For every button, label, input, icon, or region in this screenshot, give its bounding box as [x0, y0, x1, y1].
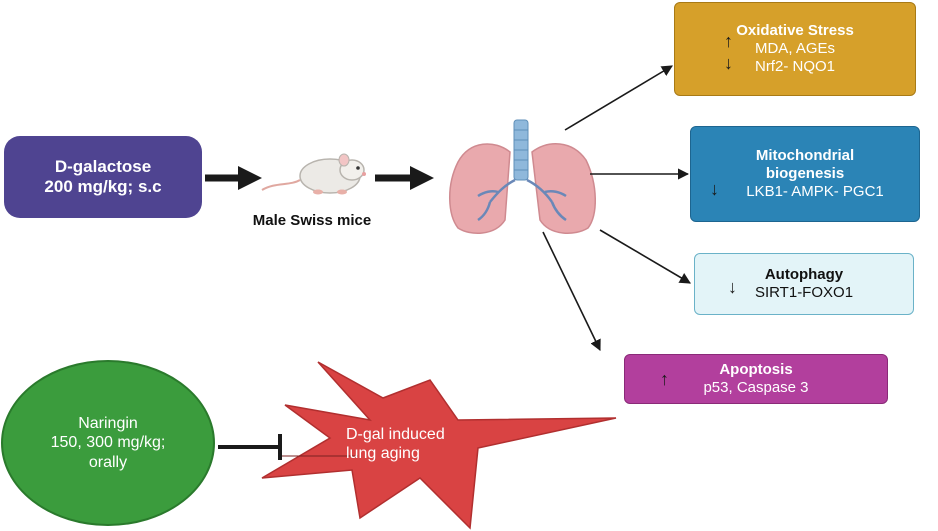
naringin-node-shape: [1, 360, 215, 526]
autophagy-title: Autophagy: [764, 266, 844, 283]
lung-aging-line-1: D-gal induced: [346, 425, 445, 443]
apoptosis-title: Apoptosis: [719, 361, 793, 378]
down-arrow-icon: ↓: [710, 179, 719, 199]
autophagy-markers: SIRT1-FOXO1: [754, 284, 854, 301]
mitochondrial-title-1: Mitochondrial: [755, 147, 855, 164]
mouse-icon: [261, 153, 366, 195]
arrow-lung-to-autophagy: [599, 229, 691, 284]
up-arrow-icon: ↑: [660, 369, 669, 389]
mouse-label: Male Swiss mice: [252, 212, 372, 229]
arrow-lung-to-oxidative: [564, 65, 673, 131]
lung-icon: [449, 119, 596, 234]
autophagy-box: Autophagy SIRT1-FOXO1: [694, 253, 914, 315]
mitochondrial-biogenesis-box: Mitochondrial biogenesis LKB1- AMPK- PGC…: [690, 126, 920, 222]
mitochondrial-markers: LKB1- AMPK- PGC1: [746, 183, 884, 200]
up-arrow-icon: ↑: [724, 31, 733, 51]
naringin-dose: 150, 300 mg/kg;: [50, 434, 166, 452]
d-galactose-dose: 200 mg/kg; s.c: [44, 177, 162, 196]
mitochondrial-title-2: biogenesis: [765, 165, 845, 182]
lung-aging-burst-shape: [261, 361, 617, 530]
arrow-lung-to-apoptosis: [542, 231, 601, 352]
inhibition-arrow: [218, 434, 282, 460]
d-galactose-box: D-galactose 200 mg/kg; s.c: [4, 136, 202, 218]
naringin-route: orally: [88, 453, 128, 471]
apoptosis-box: Apoptosis p53, Caspase 3: [624, 354, 888, 404]
down-arrow-icon: ↓: [724, 53, 733, 73]
oxidative-stress-markers-2: Nrf2- NQO1: [754, 58, 835, 75]
d-galactose-label: D-galactose: [54, 156, 152, 176]
thick-arrow-mouse-to-lung: [375, 166, 434, 190]
lung-aging-label: D-gal induced lung aging: [346, 418, 494, 470]
naringin-node: Naringin 150, 300 mg/kg; orally: [14, 398, 202, 488]
oxidative-stress-box: Oxidative Stress MDA, AGEs Nrf2- NQO1: [674, 2, 916, 96]
down-arrow-icon: ↓: [728, 277, 737, 297]
oxidative-stress-markers-1: MDA, AGEs: [754, 40, 836, 57]
lung-aging-line-2: lung aging: [346, 445, 420, 462]
naringin-label: Naringin: [78, 415, 138, 433]
thick-arrow-dgal-to-mouse: [205, 166, 262, 190]
oxidative-stress-title: Oxidative Stress: [736, 22, 854, 39]
apoptosis-markers: p53, Caspase 3: [703, 379, 809, 396]
